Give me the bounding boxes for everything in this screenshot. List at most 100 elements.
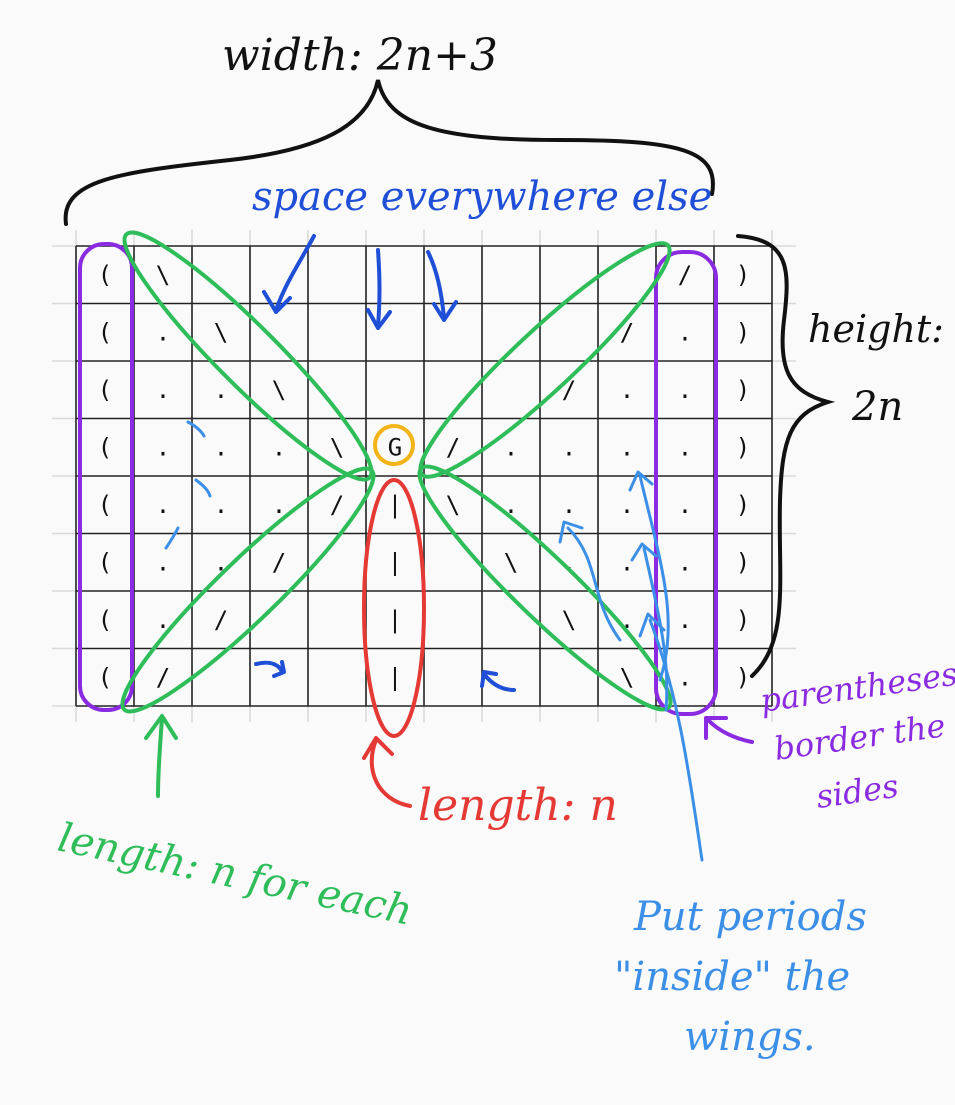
grid-cell-char: . [156,491,170,519]
grid-cell-char: . [504,433,518,461]
grid-cell-char: ) [736,318,750,346]
grid-cell-char: / [272,548,286,576]
grid-cell-char: / [214,606,228,634]
right-period-arrow-main [648,618,704,862]
grid-cell-char: ) [736,606,750,634]
green-arrow [144,714,178,798]
space-arrows [254,234,516,692]
grid-cell-char: \ [214,318,228,346]
grid-cell-char: . [272,491,286,519]
green-length-label: length: n for each [54,815,416,935]
grid-cell-char: . [504,491,518,519]
grid-cell-char: ( [98,548,112,576]
height-label-line1: height: [808,307,944,351]
grid-cell-char: \ [562,606,576,634]
purple-arrow-shaft [706,718,754,744]
space-arrow-4 [254,660,284,674]
grid-cell-char: ( [98,261,112,289]
grid-cell-char: . [562,548,576,576]
grid-cell-char: . [678,606,692,634]
grid-cell-char: . [562,433,576,461]
grid-cell-char: \ [446,491,460,519]
height-label-line2: 2n [851,384,903,430]
blue-label-line1: Put periods [633,894,867,940]
height-brace [736,234,836,678]
right-parenthesis-outline [654,250,718,716]
grid-cell-char: / [330,491,344,519]
grid-cell-char: ) [736,548,750,576]
body-outline [362,478,426,738]
grid-cell-char: \ [504,548,518,576]
grid-cell-char: . [678,433,692,461]
upper-right-wing-outline [418,241,672,479]
blue-label-line2: "inside" the [614,954,850,1000]
arrow-head-icon [362,736,394,760]
grid-cell-char: ) [736,663,750,691]
width-brace [63,79,715,226]
arrow-head-icon [480,670,498,688]
grid-cell-char: ( [98,663,112,691]
parentheses-outlines [78,242,718,716]
grid-cell-char: ) [736,491,750,519]
grid-cell-char: / [156,663,170,691]
blue-label-line3: wings. [684,1014,816,1060]
left-period-arrow-3 [164,526,180,550]
wing-outlines [120,230,673,714]
grid-cell-char: . [678,318,692,346]
red-arrow-shaft [369,738,412,808]
purple-label-line2: border the [772,706,948,768]
faint-grid [52,230,796,722]
red-length-label: length: n [418,780,618,831]
grid-cell-char: . [620,491,634,519]
arrow-head-icon [704,716,728,740]
grid-cell-char: G [388,433,402,461]
right-period-arrow-4 [566,526,622,642]
grid-cell-char: . [156,376,170,404]
grid-cell-char: ) [736,433,750,461]
width-label: width: 2n+3 [222,30,498,81]
arrow-head-icon [628,470,654,492]
purple-arrow [704,716,754,744]
braces [63,79,836,678]
grid-cell-char: . [156,433,170,461]
space-arrow-5 [482,672,516,692]
grid-cell-char: \ [156,261,170,289]
grid-cell-char: | [388,491,402,519]
grid-cell-char: . [214,491,228,519]
lower-left-wing-outline [120,466,376,714]
grid-cell-char: / [678,261,692,289]
arrow-head-icon [630,542,658,562]
grid-cell-char: . [272,433,286,461]
grid-cell-char: . [562,491,576,519]
arrow-head-icon [144,714,178,740]
right-period-arrow-3 [638,474,670,682]
upper-left-wing-outline [122,230,374,482]
grid-cell-char: . [678,548,692,576]
grid-cell-char: / [446,433,460,461]
grid-cell-char: | [388,606,402,634]
arrow-head-icon [262,290,292,314]
grid-cell-char: . [620,548,634,576]
grid-cell-char: ( [98,433,112,461]
grid-cell-char: . [678,376,692,404]
right-period-arrow-2 [642,546,669,712]
grid-cell-char: . [214,376,228,404]
arrow-head-icon [272,660,286,678]
grid-cell-char: \ [330,433,344,461]
period-arrows [164,420,704,862]
grid-cell-char: . [678,491,692,519]
grid-cell-char: ( [98,606,112,634]
grid-cell-char: . [156,318,170,346]
space-arrow-3 [426,250,446,320]
lower-right-wing-outline [417,464,673,712]
grid-cell-char: | [388,548,402,576]
space-arrow-2 [376,248,382,328]
red-arrow [362,736,412,808]
grid-cell-char: ) [736,376,750,404]
grid-cell-char: . [620,376,634,404]
grid-cell-char: . [156,606,170,634]
left-parenthesis-outline [78,242,134,712]
grid-cell-char: | [388,663,402,691]
arrow-head-icon [366,308,392,330]
